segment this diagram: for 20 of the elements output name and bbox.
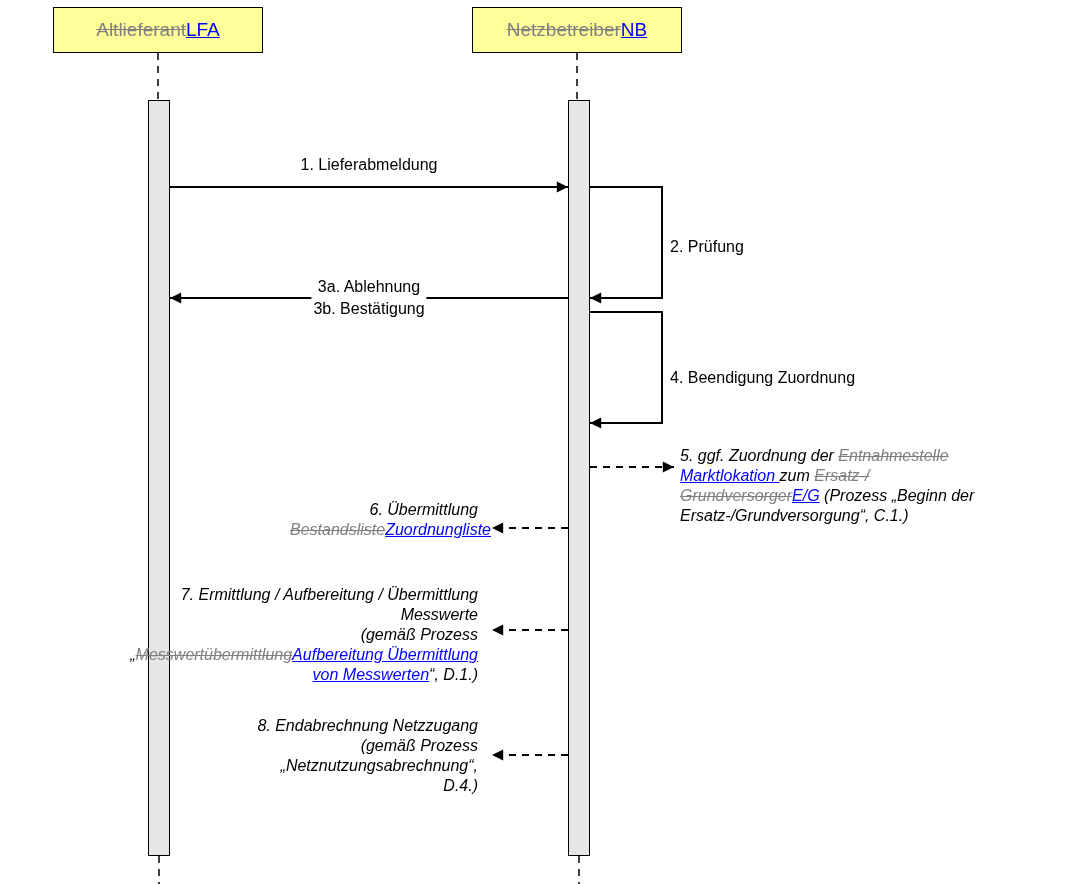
arrow bbox=[589, 311, 663, 429]
edge-label: 2. Prüfung bbox=[670, 237, 744, 257]
participant-box: AltlieferantLFA bbox=[53, 7, 263, 53]
lifeline bbox=[578, 855, 580, 884]
message-text: 5. ggf. Zuordnung der Entnahmestelle Marktlokation zum Ersatz-/ GrundversorgerE/G (Prozess „Beginn der Ersatz-/Grundversorgung“, C.1.) bbox=[674, 446, 1090, 526]
arrow bbox=[491, 522, 569, 534]
message-text: 8. Endabrechnung Netzzugang (gemäß Prozess „Netznutzungsabrechnung“, D.4.) bbox=[190, 716, 492, 796]
edge-label: 1. Lieferabmeldung bbox=[300, 155, 438, 175]
edge-label: 4. Beendigung Zuordnung bbox=[670, 368, 856, 388]
arrow bbox=[491, 749, 569, 761]
arrow bbox=[589, 461, 675, 473]
lifeline bbox=[157, 52, 159, 101]
message-text: 6. Übermittlung BestandslisteZuordnungliste bbox=[290, 500, 492, 540]
arrow bbox=[169, 181, 569, 193]
participant-box: NetzbetreiberNB bbox=[472, 7, 682, 53]
lifeline bbox=[576, 52, 578, 101]
arrow bbox=[491, 624, 569, 636]
arrow bbox=[589, 186, 663, 304]
lifeline bbox=[158, 855, 160, 884]
activation-bar bbox=[568, 100, 590, 856]
